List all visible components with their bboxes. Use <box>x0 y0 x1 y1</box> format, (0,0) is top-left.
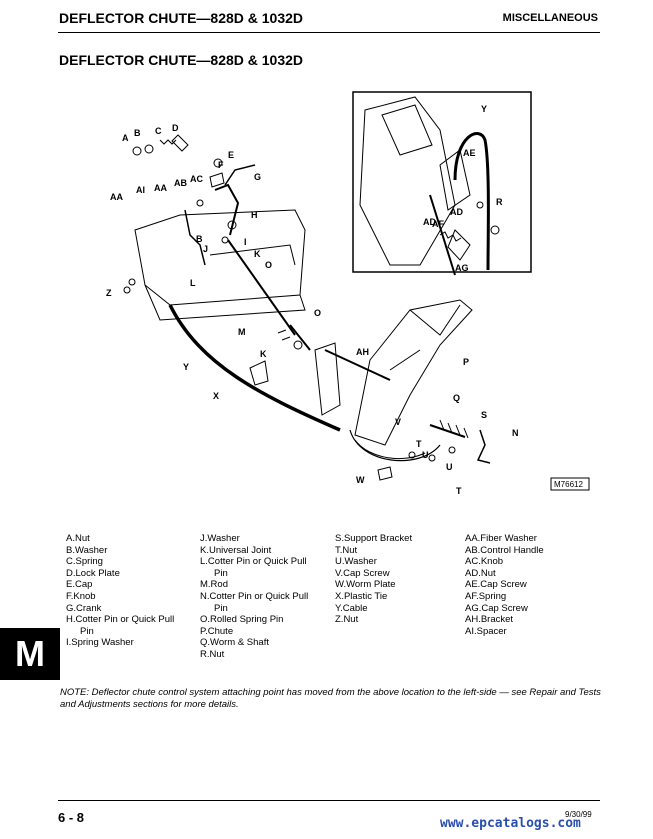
callout-y: Y <box>183 362 189 372</box>
legend-item: J.Washer <box>200 533 240 544</box>
callout-aa2: AA <box>154 183 167 193</box>
callout-af: AF <box>432 219 444 229</box>
callout-c: C <box>155 126 162 136</box>
legend-item: R.Nut <box>200 648 225 660</box>
legend-item: AH.Bracket <box>465 614 514 626</box>
legend-item: D.Lock Plate <box>66 567 120 579</box>
legend-column-1: A.Nut B.Washer C.Spring D.Lock Plate E.C… <box>66 533 174 649</box>
callout-k: K <box>254 249 261 259</box>
figure-id-box <box>550 477 590 491</box>
legend-item: W.Worm Plate <box>335 579 396 591</box>
legend-item: AE.Cap Screw <box>465 579 527 591</box>
callout-u2: U <box>446 462 453 472</box>
callout-b2: B <box>196 234 203 244</box>
legend-item: C.Spring <box>66 556 103 568</box>
legend-item: AG.Cap Screw <box>465 602 528 614</box>
legend-item: AD.Nut <box>465 567 496 579</box>
callout-ag: AG <box>455 263 469 273</box>
callout-o: O <box>265 260 272 270</box>
callout-r: R <box>496 197 503 207</box>
callout-ad: AD <box>450 207 463 217</box>
callout-f: F <box>218 160 224 170</box>
legend-item: T.Nut <box>335 544 358 556</box>
watermark-text: www.epcatalogs.com <box>440 816 581 831</box>
note-text: NOTE: Deflector chute control system att… <box>60 687 601 710</box>
callout-x: X <box>213 391 219 401</box>
legend-item: S.Support Bracket <box>335 533 413 544</box>
legend-column-4: AA.Fiber Washer AB.Control Handle AC.Kno… <box>465 533 544 637</box>
callout-t2: T <box>456 486 462 496</box>
callout-d: D <box>172 123 179 133</box>
legend-item: M.Rod <box>200 579 228 591</box>
legend-item: Y.Cable <box>335 602 368 614</box>
legend-item: O.Rolled Spring Pin <box>200 614 284 626</box>
callout-v: V <box>395 417 401 427</box>
callout-aa: AA <box>110 192 123 202</box>
legend-item: N.Cotter Pin or Quick Pull <box>200 590 309 602</box>
legend-column-2: J.Washer K.Universal Joint L.Cotter Pin … <box>200 533 308 661</box>
callout-l: L <box>190 278 196 288</box>
callout-h: H <box>251 210 258 220</box>
legend-item: F.Knob <box>66 590 96 602</box>
legend-item: AF.Spring <box>465 590 507 602</box>
legend-item: P.Chute <box>200 625 234 637</box>
legend-item: Pin <box>214 602 228 614</box>
callout-ae: AE <box>463 148 476 158</box>
callout-g: G <box>254 172 261 182</box>
section-tab-m: M <box>0 628 60 680</box>
callout-e: E <box>228 150 234 160</box>
callout-u: U <box>422 450 429 460</box>
legend-item: Pin <box>214 567 228 579</box>
callout-a: A <box>122 133 129 143</box>
figure-id: M76612 <box>554 480 583 489</box>
header-divider <box>58 32 600 33</box>
legend-item: Pin <box>80 625 94 637</box>
footer-divider <box>58 800 600 801</box>
legend-item: U.Washer <box>335 556 377 568</box>
legend-item: Q.Worm & Shaft <box>200 637 269 649</box>
revision-date: 9/30/99 <box>565 810 592 819</box>
callout-ad2: AD <box>423 217 436 227</box>
callout-j: J <box>203 244 208 254</box>
callout-ah: AH <box>356 347 369 357</box>
callout-q: Q <box>453 393 460 403</box>
page-number: 6 - 8 <box>58 810 85 825</box>
callout-b: B <box>134 128 141 138</box>
callout-t: T <box>416 439 422 449</box>
legend-item: X.Plastic Tie <box>335 590 388 602</box>
section-title: DEFLECTOR CHUTE—828D & 1032D <box>59 52 304 68</box>
legend-item: AC.Knob <box>465 556 504 568</box>
legend-item: I.Spring Washer <box>66 637 134 649</box>
callout-n: N <box>512 428 519 438</box>
legend-item: K.Universal Joint <box>200 544 272 556</box>
legend-item: H.Cotter Pin or Quick Pull <box>66 614 175 626</box>
legend-item: L.Cotter Pin or Quick Pull <box>200 556 307 568</box>
callout-s: S <box>481 410 487 420</box>
legend-item: E.Cap <box>66 579 93 591</box>
callout-p: P <box>463 357 469 367</box>
inset-frame <box>352 91 532 273</box>
callout-m: M <box>238 327 246 337</box>
callout-ab: AB <box>174 178 187 188</box>
callout-i: I <box>244 237 247 247</box>
callout-ac: AC <box>190 174 203 184</box>
legend-item: AI.Spacer <box>465 625 507 637</box>
callout-z: Z <box>106 288 112 298</box>
legend-item: A.Nut <box>66 533 90 544</box>
legend-item: AB.Control Handle <box>465 544 544 556</box>
callout-k2: K <box>260 349 267 359</box>
callout-w: W <box>356 475 365 485</box>
header-section: MISCELLANEOUS <box>502 12 598 24</box>
callout-ai: AI <box>136 185 145 195</box>
callout-y2: Y <box>481 104 487 114</box>
legend-item: B.Washer <box>66 544 108 556</box>
legend-item: V.Cap Screw <box>335 567 390 579</box>
exploded-parts-diagram: A B C D E F G H I J B K O L M O K AH P Q… <box>106 91 590 496</box>
legend-item: AA.Fiber Washer <box>465 533 537 544</box>
header-title: DEFLECTOR CHUTE—828D & 1032D <box>59 10 304 26</box>
legend-column-3: S.Support Bracket T.Nut U.Washer V.Cap S… <box>335 533 412 626</box>
legend-item: G.Crank <box>66 602 102 614</box>
legend-item: Z.Nut <box>335 614 359 626</box>
callout-o2: O <box>314 308 321 318</box>
